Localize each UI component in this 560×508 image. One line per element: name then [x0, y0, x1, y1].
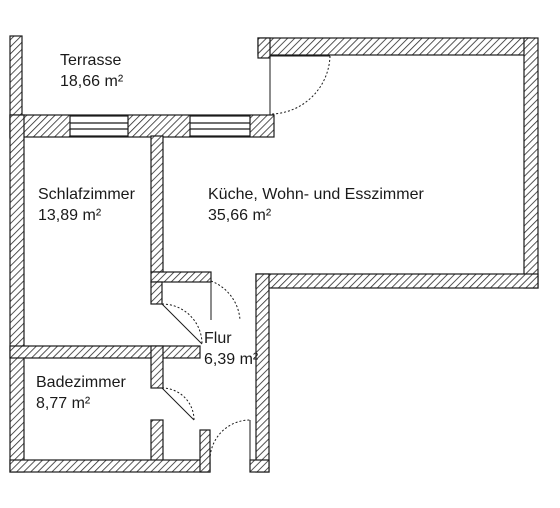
door-entrance-swing: [209, 419, 251, 461]
wall-hall-left: [150, 281, 163, 305]
room-schlafzimmer: Schlafzimmer 13,89 m²: [38, 184, 135, 226]
room-badezimmer: Badezimmer 8,77 m²: [36, 372, 126, 414]
room-terrasse: Terrasse 18,66 m²: [60, 50, 123, 92]
wall-living-bottom: [255, 273, 539, 289]
room-area: 8,77 m²: [36, 395, 91, 412]
wall-bath-top: [9, 345, 201, 359]
room-name: Badezimmer: [36, 374, 126, 391]
room-area: 6,39 m²: [204, 351, 259, 368]
windows: [69, 115, 251, 137]
wall-hall-right: [255, 273, 270, 473]
wall-bath-right-lower: [150, 419, 164, 463]
door-terrace: [269, 55, 330, 115]
room-name: Schlafzimmer: [38, 186, 135, 203]
wall-living-hall: [150, 271, 212, 283]
wall-hall-stub: [199, 429, 211, 473]
room-wohnzimmer: Küche, Wohn- und Esszimmer 35,66 m²: [208, 184, 424, 226]
wall-bedroom-left: [9, 114, 25, 473]
room-area: 13,89 m²: [38, 207, 102, 224]
window-living-1: [189, 115, 251, 137]
door-terrace-swing: [269, 55, 331, 115]
room-name: Küche, Wohn- und Esszimmer: [208, 186, 424, 203]
wall-bedroom-right: [150, 135, 164, 273]
wall-living-top: [257, 37, 531, 56]
wall-bottom-right: [249, 459, 270, 473]
doors: [161, 55, 331, 461]
wall-terrace-door-post: [257, 37, 271, 59]
wall-living-right: [523, 37, 539, 289]
room-area: 18,66 m²: [60, 73, 124, 90]
wall-bath-right: [150, 345, 164, 389]
room-name: Flur: [204, 330, 232, 347]
window-bedroom-1: [69, 115, 129, 137]
room-flur: Flur 6,39 m²: [204, 328, 258, 370]
door-living-swing: [210, 280, 241, 321]
wall-bottom: [9, 459, 211, 473]
door-bath-swing: [161, 387, 195, 421]
room-name: Terrasse: [60, 52, 122, 69]
room-area: 35,66 m²: [208, 207, 272, 224]
